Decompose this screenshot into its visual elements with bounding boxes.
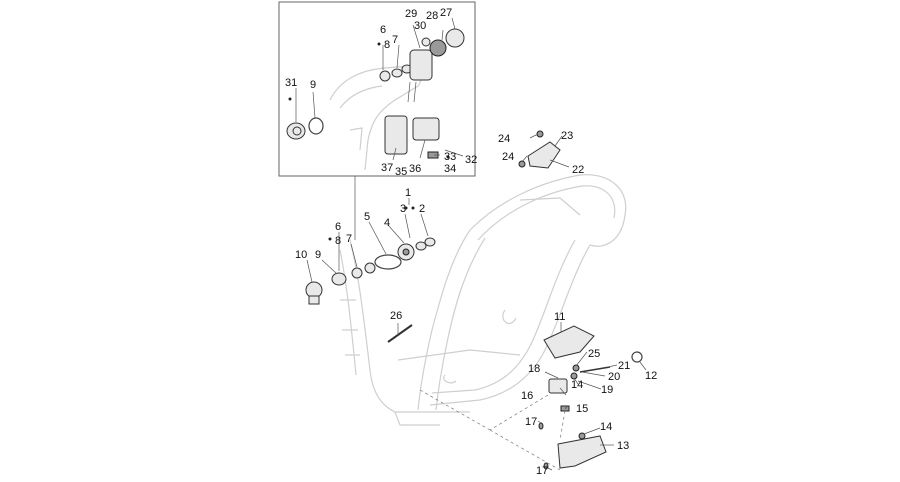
label-21: 21	[618, 360, 630, 372]
ignition-lock-assembly	[286, 28, 465, 159]
marker-dots	[288, 42, 450, 241]
label-6-inset: 6	[380, 24, 386, 36]
label-22: 22	[572, 164, 584, 176]
label-19: 19	[601, 384, 613, 396]
label-13: 13	[617, 440, 629, 452]
label-8-inset: 8	[384, 39, 390, 51]
inset-frame-ghost	[329, 65, 422, 171]
label-1: 1	[405, 187, 411, 199]
label-18: 18	[528, 363, 540, 375]
label-34: 34	[444, 163, 456, 175]
label-27: 27	[440, 7, 452, 19]
label-30: 30	[414, 20, 426, 32]
label-4: 4	[384, 217, 390, 229]
label-15: 15	[576, 403, 588, 415]
label-9-inset: 9	[310, 79, 316, 91]
label-37: 37	[381, 162, 393, 174]
label-28: 28	[426, 10, 438, 22]
label-23: 23	[561, 130, 573, 142]
label-17-upper: 17	[525, 416, 537, 428]
label-31: 31	[285, 77, 297, 89]
label-17-lower: 17	[536, 465, 548, 477]
label-5: 5	[364, 211, 370, 223]
main-parts	[305, 130, 643, 470]
label-9: 9	[315, 249, 321, 261]
part-number-labels: 1 2 3 4 5 6 6 7 7 8 8 9 9 10 11 12 13 14…	[285, 7, 657, 477]
label-7: 7	[346, 233, 352, 245]
label-33: 33	[444, 151, 456, 163]
inset-frame	[278, 1, 476, 177]
label-3: 3	[400, 203, 406, 215]
label-36: 36	[409, 163, 421, 175]
label-7-inset: 7	[392, 34, 398, 46]
label-12: 12	[645, 370, 657, 382]
label-35: 35	[395, 166, 407, 178]
leader-lines	[295, 17, 647, 471]
label-24-upper: 24	[498, 133, 510, 145]
label-25: 25	[588, 348, 600, 360]
label-11: 11	[554, 311, 565, 323]
label-2: 2	[419, 203, 425, 215]
label-10: 10	[295, 249, 307, 261]
label-14: 14	[571, 379, 583, 391]
label-24-lower: 24	[502, 151, 514, 163]
label-20: 20	[608, 371, 620, 383]
label-32: 32	[465, 154, 477, 166]
label-29: 29	[405, 8, 417, 20]
assembly-dashed-lines	[419, 389, 567, 471]
label-8: 8	[335, 235, 341, 247]
label-6: 6	[335, 221, 341, 233]
label-16: 16	[521, 390, 533, 402]
label-14-lower: 14	[600, 421, 612, 433]
label-26: 26	[390, 310, 402, 322]
